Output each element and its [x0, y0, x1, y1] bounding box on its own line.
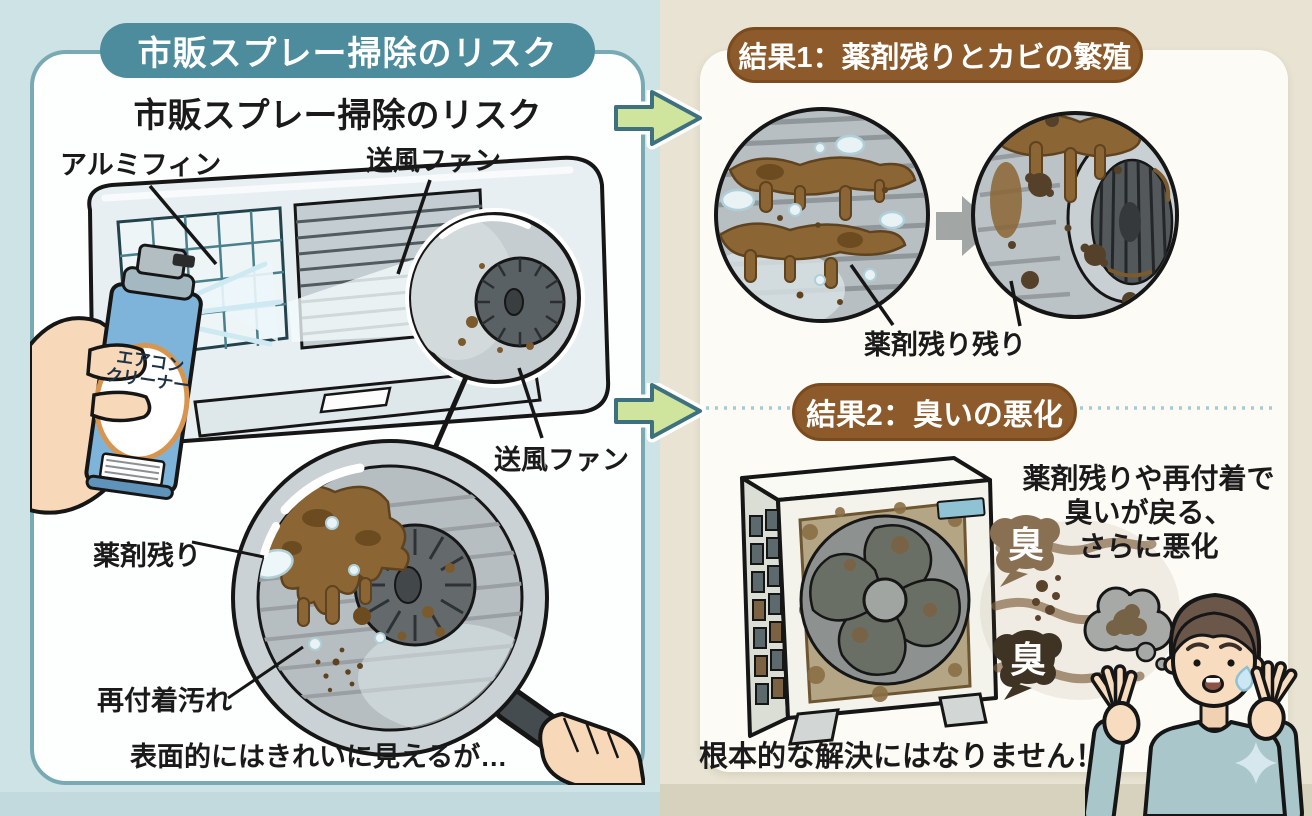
- unit-label-plate: [936, 497, 986, 520]
- result1-mold-circle: [971, 111, 1179, 319]
- smell-bubble-light: [990, 515, 1060, 587]
- result1-badge: 結果1：薬剤残りとカビの繁殖: [727, 27, 1143, 83]
- result1-label: 薬剤残り残り: [864, 330, 1026, 360]
- leader-readhered-dirt: [227, 645, 304, 700]
- leader-chem-residue: [191, 540, 265, 559]
- label-readhered-dirt: 再付着汚れ: [97, 686, 232, 716]
- sparkle-icon: [1235, 742, 1277, 784]
- worried-man-illustration: [1085, 593, 1304, 816]
- left-caption: 表面的にはきれいに見えるが…: [130, 742, 508, 772]
- result2-description: 薬剤残りや再付着で 臭いが戻る、 さらに悪化: [1010, 462, 1287, 564]
- outdoor-unit-illustration: [740, 456, 998, 746]
- label-chem-residue: 薬剤残り: [93, 541, 201, 571]
- page-title: 市販スプレー掃除のリスク: [133, 97, 542, 135]
- label-alumi-fin: アルミフィン: [60, 150, 222, 180]
- label-fan-top: 送風ファン: [366, 146, 501, 176]
- leader-fan-side: [517, 367, 544, 439]
- smell-kanji-1: 臭: [1007, 524, 1044, 565]
- spray-can-hand-illustration: [30, 243, 283, 515]
- fan-cutaway-circle: [405, 208, 585, 388]
- left-bottom-strip: [0, 792, 660, 816]
- flow-arrow-right-icon: [612, 383, 706, 443]
- label-fan-side: 送風ファン: [494, 445, 629, 475]
- conclusion-text: 根本的な解決にはなりません！: [699, 741, 1105, 773]
- result1-fins-circle: [714, 107, 930, 323]
- result2-desc-line2: 臭いが戻る、: [1064, 497, 1233, 528]
- spray-can: [84, 243, 203, 501]
- flow-arrow-right-icon: [612, 90, 706, 150]
- left-panel-badge: 市販スプレー掃除のリスク: [100, 23, 595, 78]
- magnifier-illustration: [191, 439, 645, 785]
- left-illustration: [30, 155, 645, 785]
- left-panel-badge-label: 市販スプレー掃除のリスク: [137, 35, 558, 73]
- gray-arrow-right-icon: [936, 196, 996, 256]
- odor-dots: [1032, 575, 1061, 621]
- result2-desc-line3: さらに悪化: [1078, 531, 1219, 562]
- smell-bubble-dark: [993, 630, 1062, 700]
- result2-desc-line1: 薬剤残りや再付着で: [1022, 463, 1275, 494]
- result2-badge: 結果2：臭いの悪化: [792, 383, 1077, 441]
- indoor-ac-unit-illustration: [87, 155, 611, 480]
- leader-alumi-fin: [148, 184, 218, 266]
- left-hand: [1090, 664, 1141, 745]
- odor-cloud: [1083, 586, 1174, 671]
- magnifier-lens-content: [258, 483, 522, 730]
- leader-fan-top: [396, 179, 432, 275]
- right-illustration: [706, 107, 1274, 746]
- right-hand: [1247, 660, 1298, 741]
- result2-badge-label: 結果2：臭いの悪化: [806, 399, 1063, 432]
- leader-result1-label: [849, 263, 1022, 327]
- result1-badge-label: 結果1：薬剤残りとカビの繁殖: [738, 42, 1132, 74]
- smell-kanji-2: 臭: [1009, 639, 1046, 680]
